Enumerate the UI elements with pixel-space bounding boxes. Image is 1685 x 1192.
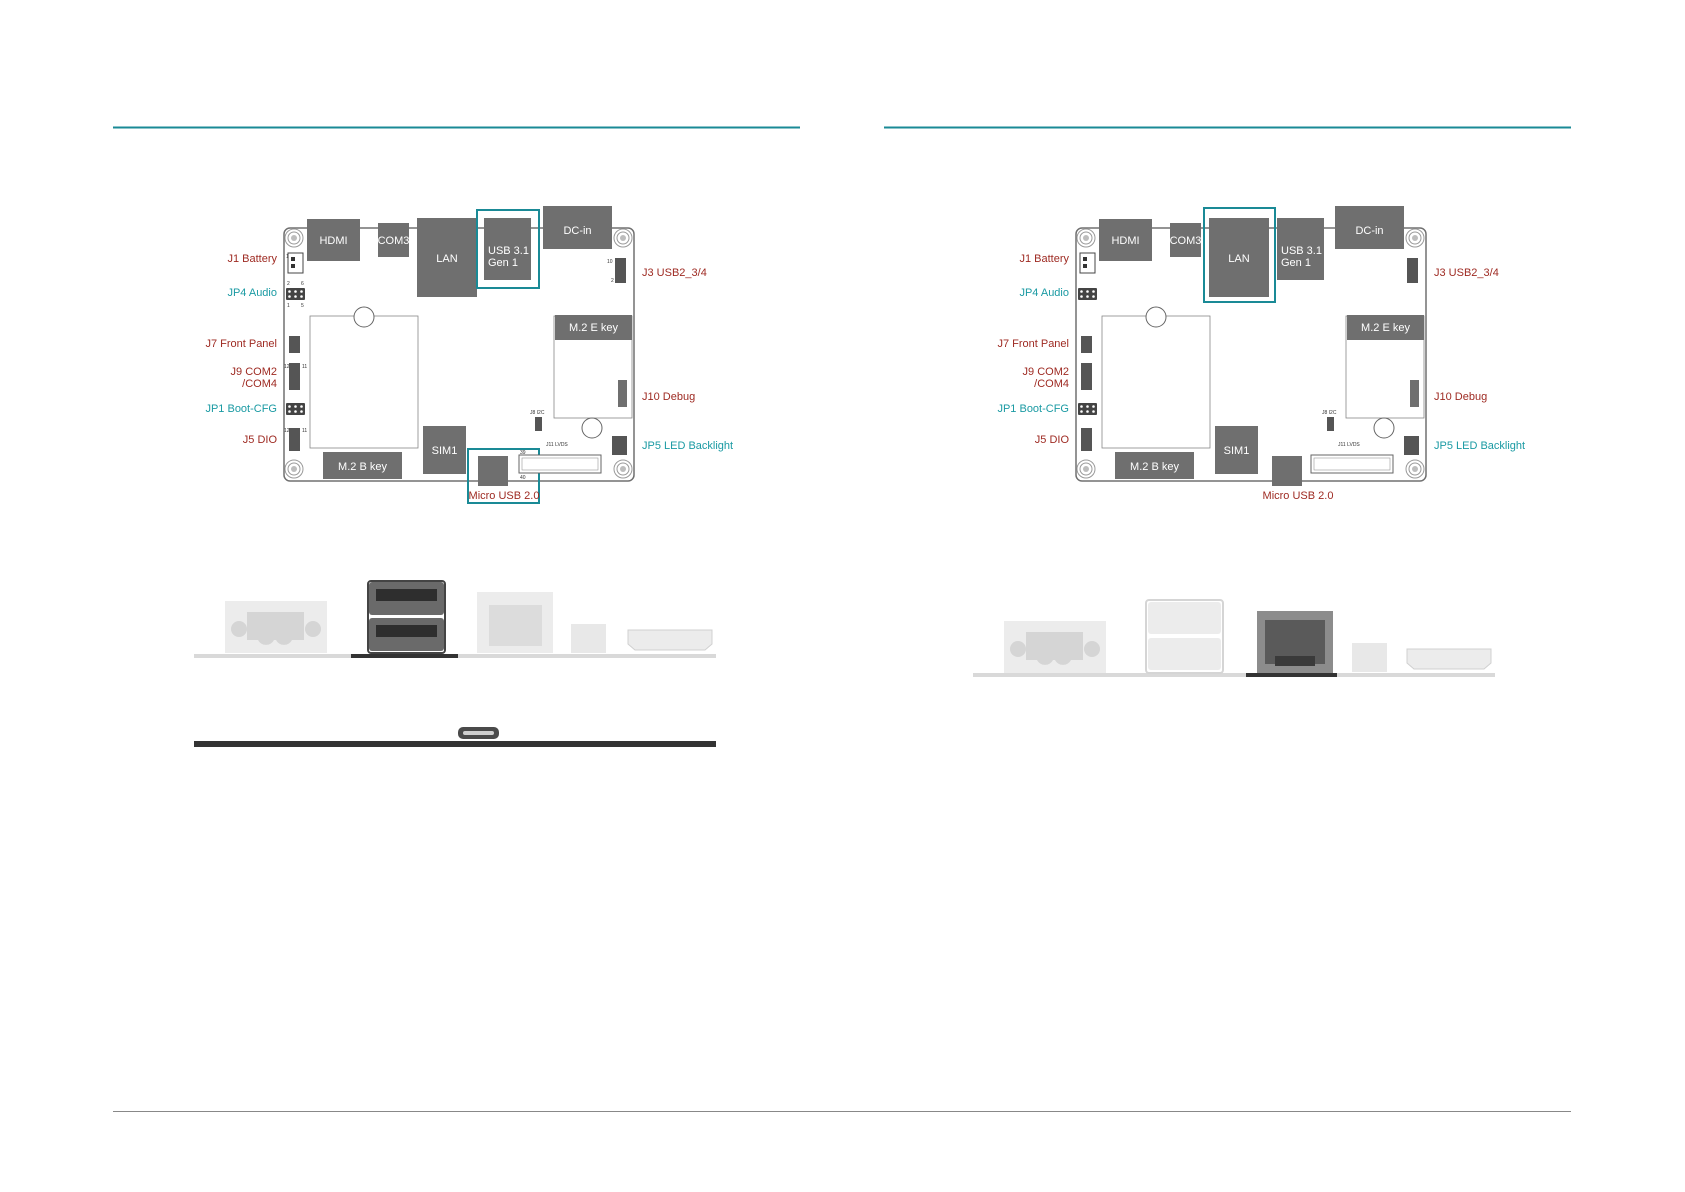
j11-label: J11 LVDS — [1338, 442, 1360, 448]
micro-usb-connector — [478, 456, 508, 486]
label-jp4-audio: JP4 Audio — [1019, 287, 1069, 299]
jp5-header — [612, 436, 627, 455]
highlight-usb31 — [476, 209, 540, 289]
label-j7-front-panel: J7 Front Panel — [997, 338, 1069, 350]
label-jp5-led-backlight: JP5 LED Backlight — [1434, 440, 1525, 452]
label-j10-debug: J10 Debug — [1434, 391, 1487, 403]
label-j5-dio: J5 DIO — [243, 434, 278, 446]
usb31-label-1: USB 3.1 — [488, 245, 529, 257]
com3-connector — [378, 223, 409, 257]
jp1-header — [286, 403, 305, 415]
io-com — [571, 624, 606, 653]
sim1-label: SIM1 — [432, 445, 458, 457]
pin-num: 11 — [302, 364, 307, 370]
standoff — [353, 306, 375, 328]
dcin-connector — [543, 206, 612, 249]
m2e-label: M.2 E key — [1361, 322, 1410, 334]
label-jp5-led-backlight: JP5 LED Backlight — [642, 440, 733, 452]
label-j9-com: J9 COM2 — [1023, 366, 1069, 378]
label-j1-battery: J1 Battery — [227, 253, 277, 265]
j5-header — [289, 428, 300, 451]
jp4-header — [286, 288, 305, 300]
rear-io-left — [194, 580, 716, 747]
dcin-label: DC-in — [1355, 225, 1383, 237]
pin-num: 12 — [284, 428, 290, 434]
battery-header — [287, 252, 304, 274]
j11-label: J11 LVDS — [546, 442, 568, 448]
lan-label: LAN — [436, 253, 457, 265]
label-j9-com4: /COM4 — [1034, 378, 1069, 390]
label-jp1-boot-cfg: JP1 Boot-CFG — [997, 403, 1069, 415]
label-jp4-audio: JP4 Audio — [227, 287, 277, 299]
sim1-label: SIM1 — [1224, 445, 1250, 457]
usb31-connector — [484, 218, 531, 280]
m2e-slot — [555, 315, 632, 340]
pin-num: 39 — [520, 450, 526, 456]
usb31-label-2: Gen 1 — [488, 257, 518, 269]
m2e-label: M.2 E key — [569, 322, 618, 334]
pin-num: 40 — [520, 475, 526, 481]
hdmi-label: HDMI — [319, 235, 347, 247]
label-j3-usb: J3 USB2_3/4 — [1434, 267, 1499, 279]
label-j9-com4: /COM4 — [242, 378, 277, 390]
highlight-lan — [1203, 207, 1276, 303]
io-hdmi — [627, 629, 713, 651]
pin-num: 10 — [607, 259, 613, 265]
label-j5-dio: J5 DIO — [1035, 434, 1070, 446]
rear-io-right — [973, 599, 1495, 677]
j11-lvds-connector — [518, 454, 602, 474]
j8-label: J8 I2C — [530, 410, 545, 416]
label-jp1-boot-cfg: JP1 Boot-CFG — [205, 403, 277, 415]
label-j7-front-panel: J7 Front Panel — [205, 338, 277, 350]
com3-label: COM3 — [1170, 235, 1202, 247]
label-j1-battery: J1 Battery — [1019, 253, 1069, 265]
sim1-slot — [423, 426, 466, 474]
usb31-label-1: USB 3.1 — [1281, 245, 1322, 257]
pin-num: 6 — [301, 281, 304, 287]
highlight-micro-usb — [467, 448, 540, 504]
dcin-label: DC-in — [563, 225, 591, 237]
j8-header — [535, 417, 542, 431]
pin-num: 1 — [286, 254, 289, 260]
pin-num: 2 — [287, 281, 290, 287]
pin-num: 5 — [301, 303, 304, 309]
label-micro-usb: Micro USB 2.0 — [1263, 490, 1334, 502]
m2b-slot — [323, 452, 402, 479]
j7-header — [289, 336, 300, 353]
m2b-label: M.2 B key — [1130, 461, 1179, 473]
label-j9-com: J9 COM2 — [231, 366, 277, 378]
j10-connector — [618, 380, 627, 407]
hdmi-connector — [307, 219, 360, 261]
com3-label: COM3 — [378, 235, 410, 247]
label-j3-usb: J3 USB2_3/4 — [642, 267, 707, 279]
usb31-label-2: Gen 1 — [1281, 257, 1311, 269]
pin-num: 1 — [287, 303, 290, 309]
j8-label: J8 I2C — [1322, 410, 1337, 416]
pin-num: 11 — [302, 428, 307, 434]
j9-header — [289, 363, 300, 390]
lan-label: LAN — [1228, 253, 1249, 265]
label-micro-usb: Micro USB 2.0 — [469, 490, 540, 502]
som-module — [309, 315, 419, 449]
board-diagram-right: HDMI COM3 LAN USB 3.1 Gen 1 DC-in M.2 B … — [997, 206, 1525, 502]
m2b-label: M.2 B key — [338, 461, 387, 473]
hdmi-label: HDMI — [1111, 235, 1139, 247]
label-j10-debug: J10 Debug — [642, 391, 695, 403]
j3-header — [615, 258, 626, 283]
pin-num: 12 — [284, 364, 290, 370]
pin-num: 2 — [611, 278, 614, 284]
lan-connector — [417, 218, 477, 297]
board-diagram-left: HDMI COM3 LAN USB 3.1 Gen 1 DC-in 1 2 6 … — [283, 206, 635, 504]
standoff — [581, 417, 603, 439]
